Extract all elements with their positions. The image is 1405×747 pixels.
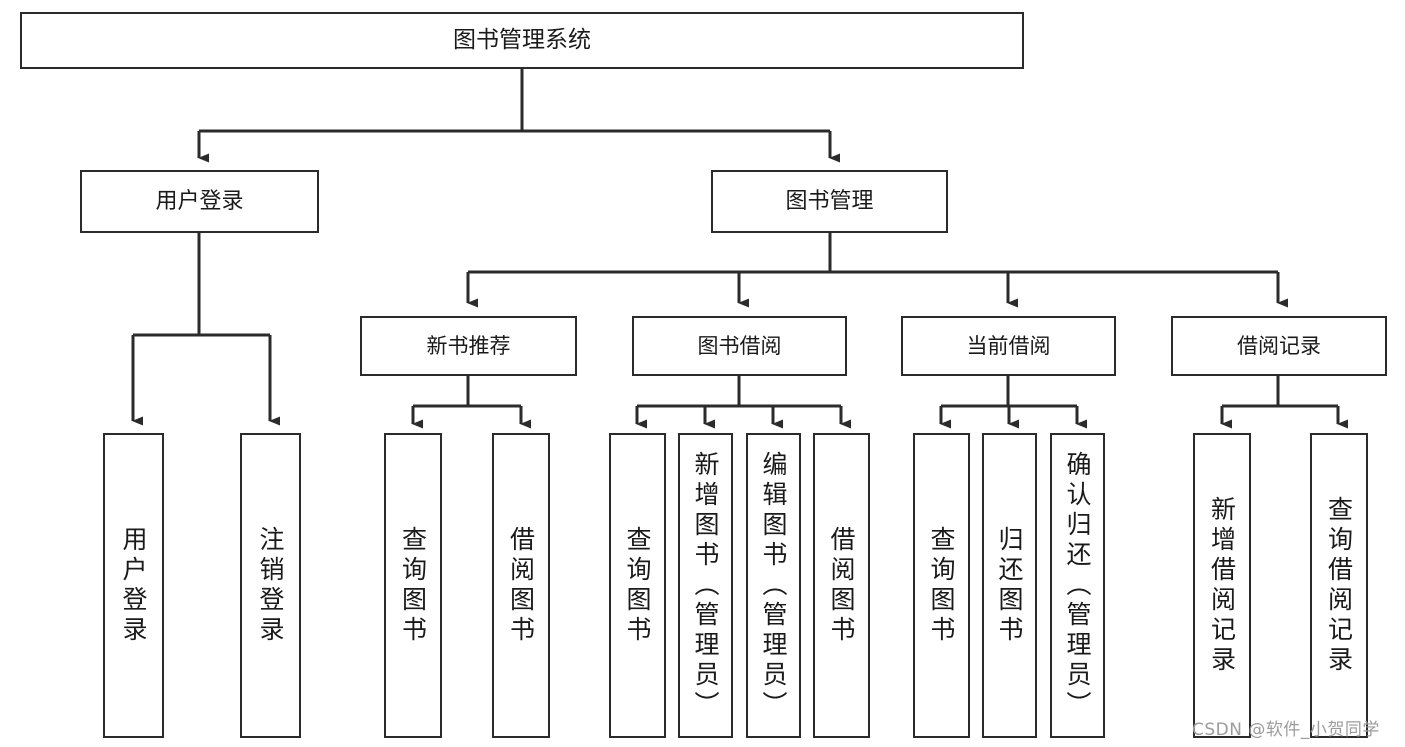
node-label: 新增借阅记录	[1207, 495, 1237, 676]
node-label: 注销登录	[256, 525, 285, 646]
leaf-current-borrow-query[interactable]: 查询图书	[913, 433, 970, 738]
node-book-borrow[interactable]: 图书借阅	[632, 316, 847, 376]
node-book-management[interactable]: 图书管理	[711, 170, 948, 233]
node-label: 借阅记录	[1237, 333, 1321, 358]
leaf-new-book-borrow[interactable]: 借阅图书	[492, 433, 550, 738]
node-label: 新书推荐	[426, 333, 511, 358]
leaf-borrow-record-query[interactable]: 查询借阅记录	[1310, 433, 1368, 738]
leaf-book-borrow-edit[interactable]: 编辑图书（管理员）	[746, 433, 801, 738]
leaf-current-borrow-return[interactable]: 归还图书	[982, 433, 1037, 738]
node-label: 新增图书（管理员）	[691, 450, 720, 721]
node-label: 用户登录	[119, 525, 148, 646]
node-borrow-record[interactable]: 借阅记录	[1171, 316, 1387, 376]
node-new-book-recommend[interactable]: 新书推荐	[360, 316, 577, 376]
leaf-book-borrow-query[interactable]: 查询图书	[609, 433, 666, 738]
leaf-current-borrow-confirm-return[interactable]: 确认归还（管理员）	[1050, 433, 1105, 738]
leaf-book-borrow-borrow[interactable]: 借阅图书	[813, 433, 870, 738]
node-label: 图书管理	[785, 188, 874, 214]
csdn-watermark: CSDN @软件_小贺同学	[1192, 720, 1380, 740]
node-label: 当前借阅	[966, 333, 1051, 358]
node-label: 查询图书	[623, 525, 652, 646]
node-label: 确认归还（管理员）	[1063, 450, 1092, 721]
node-label: 借阅图书	[506, 525, 536, 646]
node-label: 归还图书	[995, 525, 1024, 646]
node-label: 查询图书	[398, 525, 428, 646]
node-label: 编辑图书（管理员）	[759, 450, 788, 721]
node-label: 查询借阅记录	[1324, 495, 1354, 676]
leaf-book-borrow-add[interactable]: 新增图书（管理员）	[678, 433, 733, 738]
leaf-new-book-query[interactable]: 查询图书	[384, 433, 442, 738]
node-label: 用户登录	[155, 188, 244, 214]
leaf-borrow-record-add[interactable]: 新增借阅记录	[1193, 433, 1251, 738]
node-label: 图书管理系统	[453, 26, 591, 53]
node-current-borrow[interactable]: 当前借阅	[901, 316, 1116, 376]
leaf-user-login-logout[interactable]: 注销登录	[240, 433, 301, 738]
node-label: 借阅图书	[827, 525, 856, 646]
node-label: 查询图书	[927, 525, 956, 646]
node-label: 图书借阅	[697, 333, 782, 358]
leaf-user-login-login[interactable]: 用户登录	[103, 433, 164, 738]
node-user-login[interactable]: 用户登录	[80, 170, 319, 233]
node-root-book-management-system[interactable]: 图书管理系统	[20, 12, 1024, 69]
